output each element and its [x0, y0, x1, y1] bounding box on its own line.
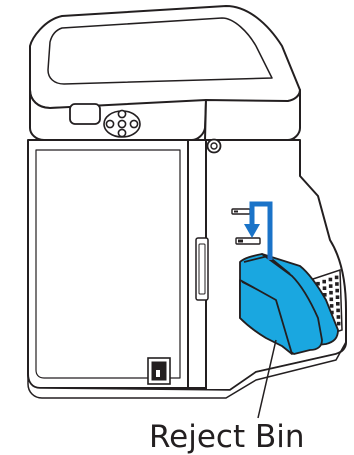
upper-card-slot-mark [234, 211, 238, 213]
front-door-outline [36, 150, 180, 378]
vent-hole [329, 278, 333, 282]
vent-hole [323, 286, 327, 290]
lid-recessed-panel [48, 18, 272, 84]
vent-hole [335, 282, 339, 286]
keypad-down-button [118, 129, 125, 136]
keypad [104, 110, 140, 137]
vent-hole [335, 289, 339, 293]
power-button [208, 140, 221, 153]
vent-hole [337, 322, 341, 326]
power-button-inner [211, 143, 217, 149]
keypad-right-button [130, 120, 137, 127]
vent-hole [336, 295, 340, 299]
vent-hole [335, 276, 339, 280]
reject-slot-mark [238, 240, 243, 243]
power-switch [148, 358, 170, 384]
callout-label: Reject Bin [149, 419, 304, 455]
vent-hole [330, 304, 334, 308]
vent-hole [329, 291, 333, 295]
keypad-center-button [118, 120, 125, 127]
vent-hole [330, 298, 334, 302]
keypad-left-button [106, 120, 113, 127]
vent-hole [322, 280, 326, 284]
vent-hole [337, 315, 341, 319]
vent-hole [336, 309, 340, 313]
vent-hole [329, 284, 333, 288]
keypad-up-button [118, 110, 125, 117]
power-switch-mark [156, 370, 160, 377]
vent-hole [336, 302, 340, 306]
door-hinge-inner [199, 244, 205, 294]
lcd-display [70, 104, 100, 124]
